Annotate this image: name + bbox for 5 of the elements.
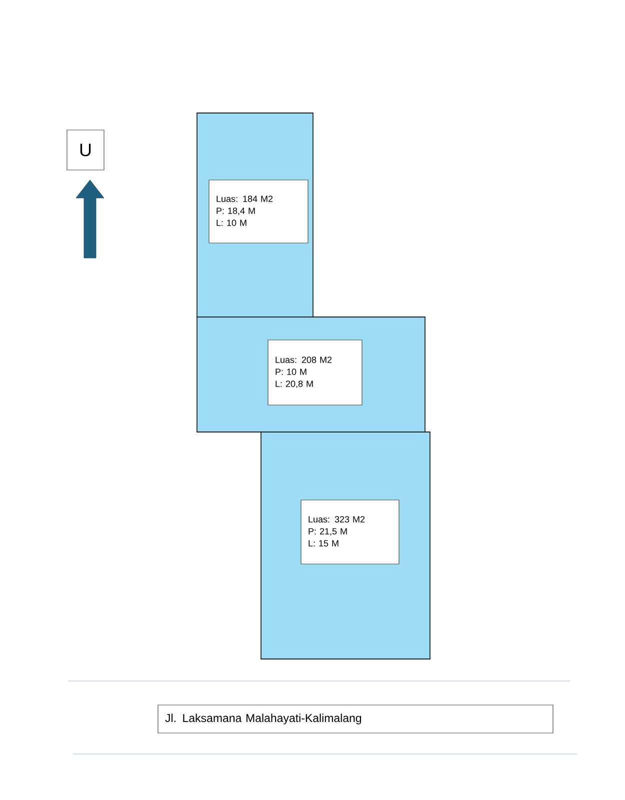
compass-label: U (66, 130, 104, 170)
street-name-box: Jl. Laksamana Malahayati-Kalimalang (158, 704, 554, 734)
area-label: Luas: 208 M2 P: 10 M L: 20,8 M (268, 340, 362, 406)
area-label: Luas: 184 M2 P: 18,4 M L: 10 M (208, 180, 308, 244)
area-label: Luas: 323 M2 P: 21,5 M L: 15 M (300, 500, 400, 564)
